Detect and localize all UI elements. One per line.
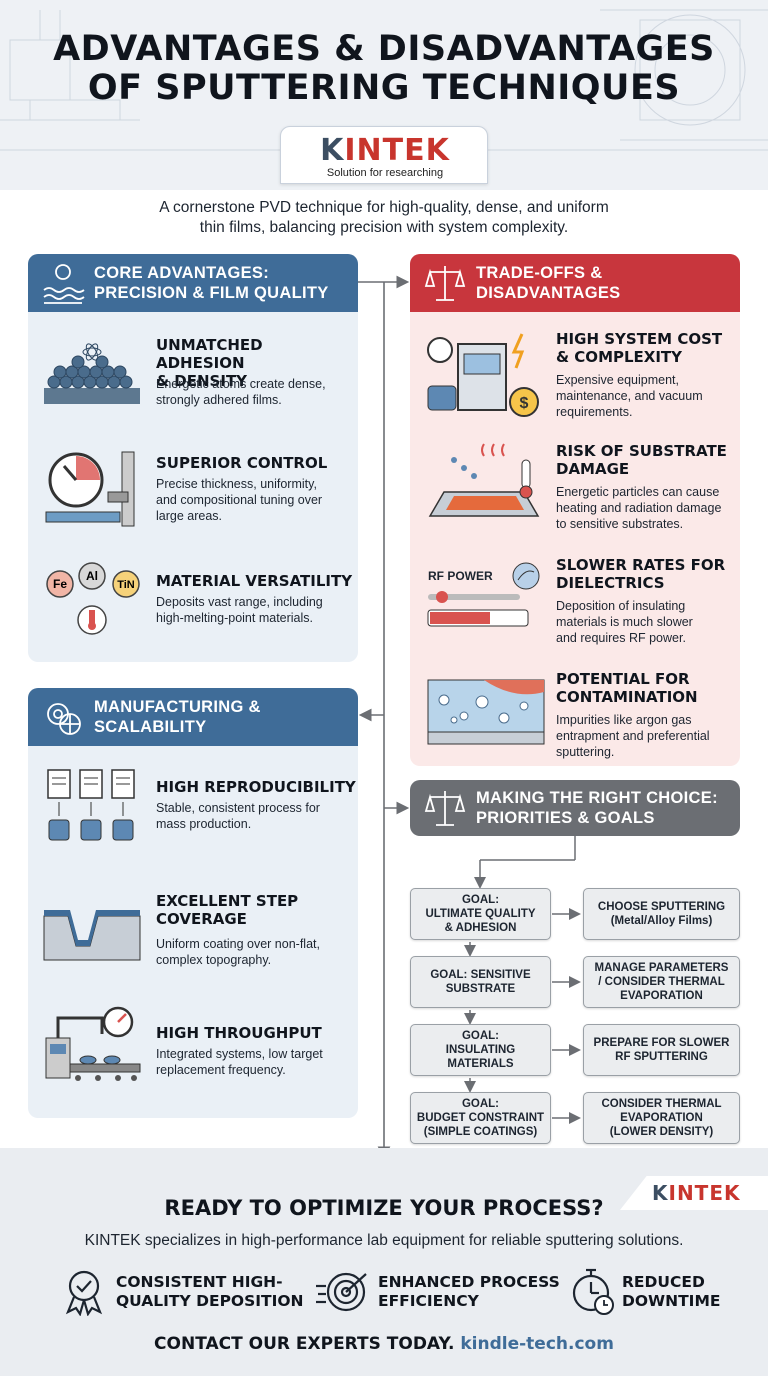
gear-globe-icon — [47, 703, 81, 735]
tradeoffs-panel: TRADE-OFFS &DISADVANTAGES $ HIGH SYSTEM … — [410, 254, 740, 766]
svg-text:TiN: TiN — [117, 579, 135, 591]
waves-atom-icon — [43, 264, 85, 304]
target-arrow-icon — [316, 1272, 367, 1312]
svg-text:RF POWER: RF POWER — [428, 569, 493, 583]
manufacturing-header: MANUFACTURING &SCALABILITY — [28, 688, 358, 746]
atom-layers-icon — [44, 343, 140, 404]
flow-connectors — [358, 275, 410, 1160]
elements-thermometer-icon — [46, 562, 140, 635]
scale-icon — [424, 791, 466, 826]
intro-text: A cornerstone PVD technique for high-qua… — [159, 199, 609, 236]
stopwatch-icon — [572, 1268, 614, 1315]
award-ribbon-icon — [65, 1270, 103, 1316]
core-advantages-panel: CORE ADVANTAGES:PRECISION & FILM QUALITY… — [28, 254, 358, 662]
footer-subtitle: KINTEK specializes in high-performance l… — [84, 1232, 684, 1249]
conveyor-machine-icon — [45, 1006, 141, 1081]
core-advantages-header: CORE ADVANTAGES:PRECISION & FILM QUALITY — [28, 254, 358, 312]
manufacturing-panel: MANUFACTURING &SCALABILITY HIGH REPRODUC… — [28, 688, 358, 1118]
topography-icon — [43, 910, 141, 961]
goal-budget-box: GOAL:BUDGET CONSTRAINT(SIMPLE COATINGS) — [410, 1092, 551, 1144]
gauge-ruler-icon — [45, 451, 135, 527]
machine-dollar-icon: $ — [427, 333, 539, 417]
logo-tagline: Solution for researching — [326, 167, 444, 179]
choice-header: MAKING THE RIGHT CHOICE:PRIORITIES & GOA… — [410, 780, 740, 836]
bubbles-film-icon — [427, 679, 545, 745]
footer-kintek-logo: KINTEK — [620, 1176, 768, 1210]
footer-title: READY TO OPTIMIZE YOUR PROCESS? — [164, 1196, 604, 1220]
contact-line: CONTACT OUR EXPERTS TODAY. kindle-tech.c… — [154, 1334, 614, 1354]
svg-text:$: $ — [520, 395, 529, 412]
choice-connectors — [464, 836, 581, 1124]
feature-consistent: CONSISTENT HIGH-QUALITY DEPOSITION — [116, 1273, 304, 1310]
scale-icon — [424, 266, 466, 301]
svg-text:Fe: Fe — [53, 577, 67, 591]
goal-quality-box: GOAL:ULTIMATE QUALITY& ADHESION — [410, 888, 551, 940]
tradeoffs-header: TRADE-OFFS &DISADVANTAGES — [410, 254, 740, 312]
choice-sputtering-box: CHOOSE SPUTTERING(Metal/Alloy Films) — [583, 888, 740, 940]
rf-power-bar-icon: RF POWER — [427, 562, 540, 627]
heated-substrate-icon — [428, 443, 540, 517]
kintek-logo: KINTEK Solution for researching — [280, 126, 488, 184]
website-link[interactable]: kindle-tech.com — [460, 1334, 614, 1354]
svg-text:Al: Al — [86, 569, 98, 583]
documents-wafers-icon — [47, 769, 135, 841]
